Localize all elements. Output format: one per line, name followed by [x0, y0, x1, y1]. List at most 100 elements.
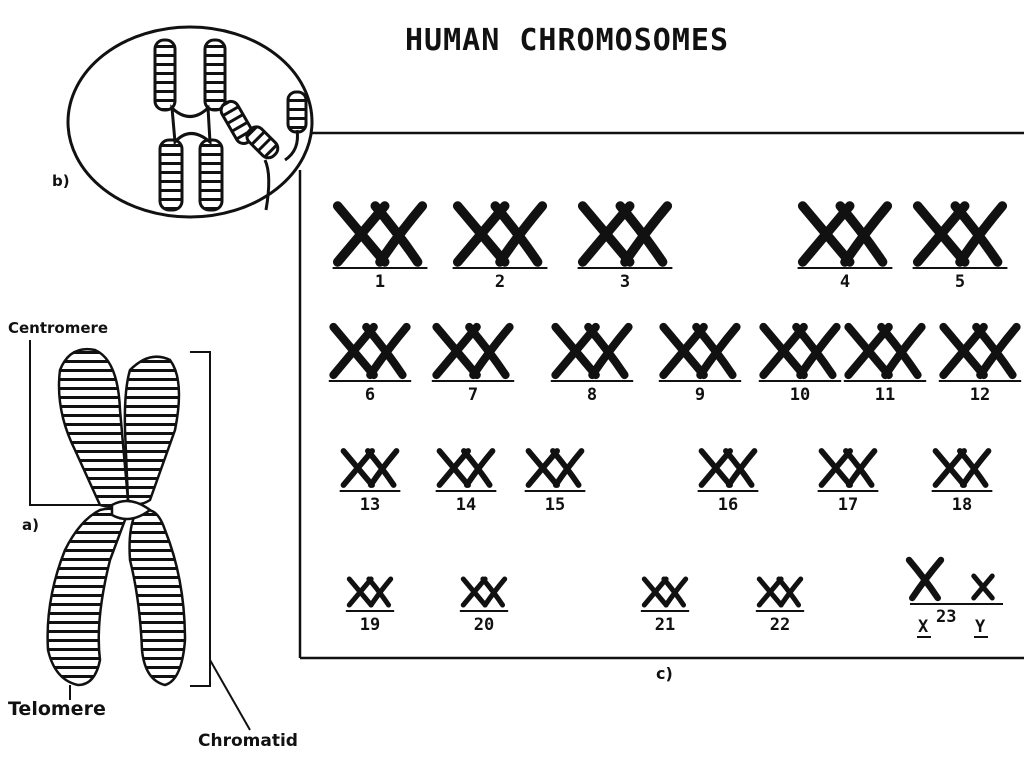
- chromosome-19-a: [346, 576, 374, 608]
- chromosome-17-a: [818, 448, 853, 488]
- chromosome-pair-18: 18: [931, 448, 993, 515]
- chromosome-22-b: [776, 576, 804, 608]
- pair-number-14: 14: [456, 495, 476, 515]
- pair-number-3: 3: [620, 272, 630, 292]
- inset-x-chromosome: [153, 38, 227, 212]
- chromatid-right-upper: [123, 355, 181, 506]
- chromosome-6-b: [362, 322, 411, 380]
- chromosome-13-a: [340, 448, 375, 488]
- chromosome-pair-16: 16: [697, 448, 759, 515]
- chromosome-9-b: [692, 322, 741, 380]
- chromosome-8-b: [584, 322, 633, 380]
- chromosome-pair-8: 8: [550, 322, 634, 405]
- pair-number-12: 12: [970, 385, 990, 405]
- pair-number-8: 8: [587, 385, 597, 405]
- centromere-pointer: [29, 340, 112, 506]
- chromatid-pointer: [209, 659, 251, 731]
- chromosome-2-b: [490, 201, 548, 267]
- pair-number-9: 9: [695, 385, 705, 405]
- chromosome-pair-14: 14: [435, 448, 497, 515]
- chromosome-15-a: [525, 448, 560, 488]
- chromosome-13-b: [365, 448, 400, 488]
- chromosome-pair-9: 9: [658, 322, 742, 405]
- chromosome-3-b: [615, 201, 673, 267]
- label-b: b): [52, 172, 70, 190]
- chromatid-right-lower: [128, 508, 187, 687]
- label-a: a): [22, 516, 39, 534]
- chromosome-5-b: [950, 201, 1008, 267]
- sex-x-label: X: [918, 617, 929, 637]
- chromosome-pair-4: 4: [797, 201, 893, 292]
- pair-number-7: 7: [468, 385, 478, 405]
- chromosome-pair-20: 20: [459, 576, 509, 635]
- pair-number-20: 20: [474, 615, 494, 635]
- chromosome-17-b: [843, 448, 878, 488]
- centromere-twist: [110, 499, 153, 521]
- figure-title: HUMAN CHROMOSOMES: [405, 23, 729, 58]
- chromosome-pair-11: 11: [843, 322, 927, 405]
- pair-number-16: 16: [718, 495, 738, 515]
- chromosome-y: [971, 573, 995, 601]
- chromosome-pair-1: 1: [332, 201, 428, 292]
- label-chromatid: Chromatid: [198, 731, 298, 751]
- chromosome-19-b: [366, 576, 394, 608]
- chromosome-a: Centromere a) Chromatid Telomere: [8, 319, 298, 751]
- label-centromere: Centromere: [8, 319, 108, 337]
- pair-number-22: 22: [770, 615, 790, 635]
- chromosome-22-a: [756, 576, 784, 608]
- inset-unwinding-chromatin: [219, 90, 308, 211]
- chromosome-12-b: [972, 322, 1021, 380]
- chromosome-pair-13: 13: [339, 448, 401, 515]
- pair-number-19: 19: [360, 615, 380, 635]
- chromosome-pair-19: 19: [345, 576, 395, 635]
- chromosome-pair-10: 10: [758, 322, 842, 405]
- chromosome-pair-2: 2: [452, 201, 548, 292]
- chromosome-pair-21: 21: [640, 576, 690, 635]
- chromosome-pair-22: 22: [755, 576, 805, 635]
- pair-number-2: 2: [495, 272, 505, 292]
- chromosome-pair-3: 3: [577, 201, 673, 292]
- chromosome-pair-7: 7: [431, 322, 515, 405]
- pair-number-6: 6: [365, 385, 375, 405]
- chromatid-left-lower: [46, 507, 127, 687]
- chromosome-1-b: [370, 201, 428, 267]
- sex-y-label: Y: [975, 617, 986, 637]
- chromosome-15-b: [550, 448, 585, 488]
- chromosome-pair-5: 5: [912, 201, 1008, 292]
- pair-number-23: 23: [936, 607, 956, 627]
- pair-number-11: 11: [875, 385, 895, 405]
- pair-number-10: 10: [790, 385, 810, 405]
- chromosome-pair-6: 6: [328, 322, 412, 405]
- chromosome-x: [905, 556, 945, 602]
- label-c: c): [656, 664, 673, 683]
- inset-b: b): [52, 25, 314, 219]
- pair-number-5: 5: [955, 272, 965, 292]
- chromosome-14-a: [436, 448, 471, 488]
- chromosome-10-b: [792, 322, 841, 380]
- chromosome-18-b: [957, 448, 992, 488]
- chromatid-bracket: [190, 351, 211, 687]
- chromosome-4-b: [835, 201, 893, 267]
- pair-number-15: 15: [545, 495, 565, 515]
- label-telomere: Telomere: [8, 698, 106, 720]
- chromosome-14-b: [461, 448, 496, 488]
- pair-number-1: 1: [375, 272, 385, 292]
- chromosome-18-a: [932, 448, 967, 488]
- chromosome-pair-15: 15: [524, 448, 586, 515]
- chromosome-16-a: [698, 448, 733, 488]
- chromosome-16-b: [723, 448, 758, 488]
- chromosome-11-b: [877, 322, 926, 380]
- pair-number-4: 4: [840, 272, 850, 292]
- chromosome-21-a: [641, 576, 669, 608]
- chromosome-7-b: [465, 322, 514, 380]
- chromosome-20-a: [460, 576, 488, 608]
- chromosome-21-b: [661, 576, 689, 608]
- pair-number-13: 13: [360, 495, 380, 515]
- pair-number-18: 18: [952, 495, 972, 515]
- chromosome-pair-12: 12: [938, 322, 1022, 405]
- pair-number-21: 21: [655, 615, 675, 635]
- chromosome-20-b: [480, 576, 508, 608]
